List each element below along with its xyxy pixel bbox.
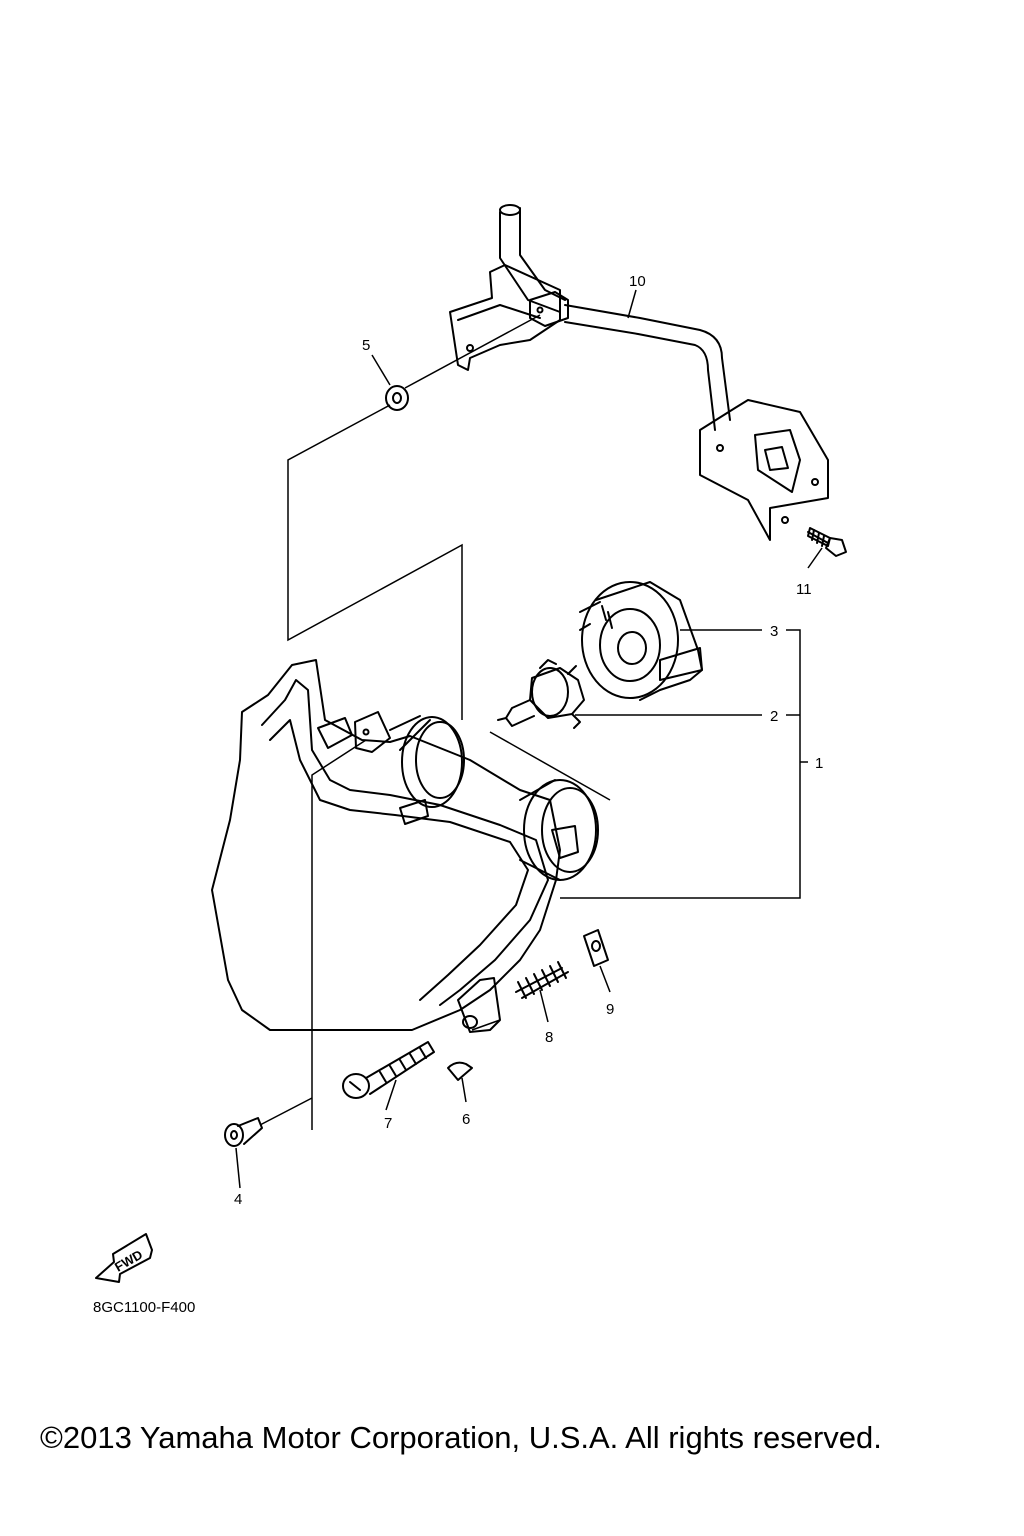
callout-5: 5 <box>362 337 370 354</box>
cotter-pin <box>447 1061 473 1081</box>
assembly-leader-lines <box>259 314 611 1130</box>
socket-cover <box>579 581 703 701</box>
headlight-assembly <box>211 659 599 1033</box>
callout-11: 11 <box>796 581 812 598</box>
spring <box>515 961 569 999</box>
flange-bolt <box>807 527 847 557</box>
forward-arrow-icon: FWD <box>95 1233 153 1283</box>
adjusting-screw <box>342 1041 435 1099</box>
callout-10: 10 <box>629 273 646 290</box>
drawing-code: 8GC1100-F400 <box>93 1299 195 1316</box>
rivet <box>224 1117 263 1147</box>
speed-nut <box>583 929 609 967</box>
callout-2: 2 <box>770 708 778 725</box>
callout-4: 4 <box>234 1191 242 1208</box>
callout-9: 9 <box>606 1001 614 1018</box>
headlight-bulb <box>497 659 585 729</box>
callout-7: 7 <box>384 1115 392 1132</box>
headlight-stay-bracket <box>449 204 829 541</box>
grommet <box>385 385 409 411</box>
callout-6: 6 <box>462 1111 470 1128</box>
callout-leaders <box>235 289 823 1189</box>
callout-3: 3 <box>770 623 778 640</box>
callout-1: 1 <box>815 755 823 772</box>
callout-8: 8 <box>545 1029 553 1046</box>
copyright-notice: ©2013 Yamaha Motor Corporation, U.S.A. A… <box>40 1420 882 1455</box>
